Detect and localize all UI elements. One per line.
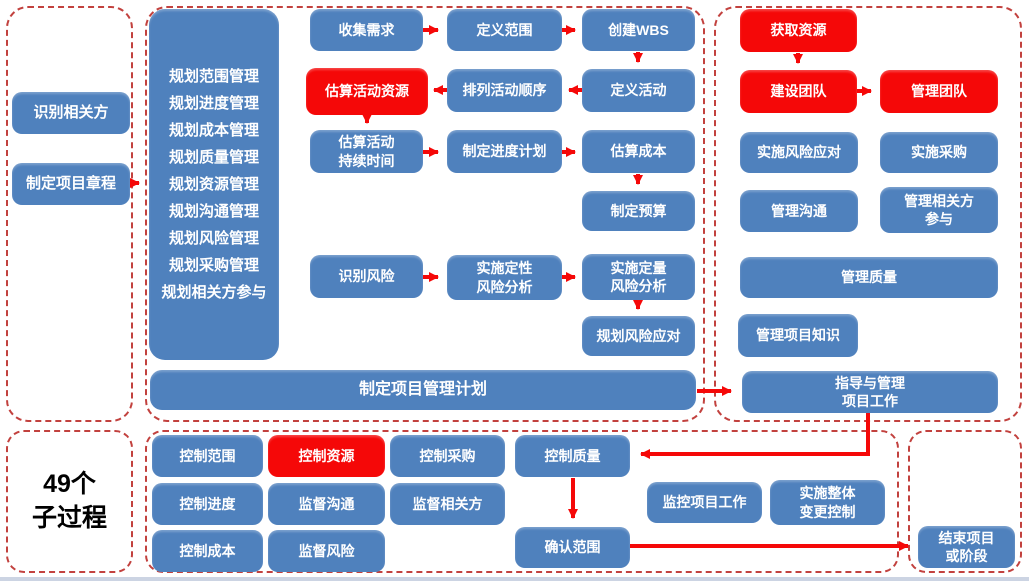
- node-estimate-activity-durations: 估算活动 持续时间: [310, 130, 423, 173]
- node-control-costs: 控制成本: [152, 530, 263, 572]
- node-define-activities: 定义活动: [582, 69, 695, 112]
- node-close-project-or-phase: 结束项目 或阶段: [918, 526, 1015, 568]
- node-implement-risk-responses: 实施风险应对: [740, 132, 858, 173]
- node-monitor-communications: 监督沟通: [268, 483, 385, 525]
- node-perform-integrated-change-control: 实施整体 变更控制: [770, 480, 885, 525]
- node-collect-requirements: 收集需求: [310, 9, 423, 51]
- node-control-scope: 控制范围: [152, 435, 263, 477]
- counter-frame: [6, 430, 133, 573]
- knowledge-area-item: 规划成本管理: [168, 122, 259, 139]
- node-identify-stakeholders: 识别相关方: [12, 92, 130, 134]
- node-plan-risk-responses: 规划风险应对: [582, 316, 695, 356]
- knowledge-area-item: 规划质量管理: [168, 149, 259, 166]
- node-define-scope: 定义范围: [447, 9, 562, 51]
- node-monitor-control-project-work: 监控项目工作: [647, 482, 762, 523]
- node-estimate-costs: 估算成本: [582, 130, 695, 173]
- closing-group-frame: [908, 430, 1022, 573]
- node-estimate-activity-resources: 估算活动资源: [306, 68, 428, 115]
- node-monitor-risks: 监督风险: [268, 530, 385, 572]
- node-acquire-resources: 获取资源: [740, 9, 857, 52]
- node-direct-manage-project-work: 指导与管理 项目工作: [742, 371, 998, 413]
- node-validate-scope: 确认范围: [515, 527, 630, 568]
- node-control-procurements: 控制采购: [390, 435, 505, 477]
- node-control-resources: 控制资源: [268, 435, 385, 477]
- node-manage-stakeholder-engagement: 管理相关方 参与: [880, 187, 998, 233]
- node-manage-project-knowledge: 管理项目知识: [738, 314, 858, 357]
- node-manage-quality: 管理质量: [740, 257, 998, 298]
- node-manage-communications: 管理沟通: [740, 190, 858, 232]
- slide-edge-strip: [0, 576, 1029, 581]
- initiating-group-frame: [6, 6, 133, 422]
- planning-group-frame: [145, 6, 705, 422]
- node-control-quality: 控制质量: [515, 435, 630, 477]
- node-create-wbs: 创建WBS: [582, 9, 695, 51]
- node-qualitative-risk-analysis: 实施定性 风险分析: [447, 255, 562, 300]
- knowledge-area-item: 规划资源管理: [168, 176, 259, 193]
- knowledge-area-item: 规划风险管理: [168, 230, 259, 247]
- node-develop-team: 建设团队: [740, 70, 857, 113]
- node-monitor-stakeholder-engagement: 监督相关方: [390, 483, 505, 525]
- process-count-label: 49个 子过程: [31, 469, 107, 532]
- node-manage-team: 管理团队: [880, 70, 998, 113]
- knowledge-area-item: 规划范围管理: [168, 68, 259, 85]
- node-conduct-procurements: 实施采购: [880, 132, 998, 173]
- knowledge-area-item: 规划进度管理: [168, 95, 259, 112]
- monitoring-group-frame: [145, 430, 899, 573]
- knowledge-area-item: 规划相关方参与: [161, 284, 267, 301]
- node-determine-budget: 制定预算: [582, 191, 695, 231]
- node-quantitative-risk-analysis: 实施定量 风险分析: [582, 254, 695, 300]
- planning-knowledge-panel: 规划范围管理 规划进度管理 规划成本管理 规划质量管理 规划资源管理 规划沟通管…: [149, 9, 279, 360]
- node-develop-pm-plan: 制定项目管理计划: [150, 370, 696, 410]
- node-identify-risks: 识别风险: [310, 255, 423, 298]
- node-develop-schedule: 制定进度计划: [447, 130, 562, 173]
- node-sequence-activities: 排列活动顺序: [447, 69, 562, 112]
- node-control-schedule: 控制进度: [152, 483, 263, 525]
- knowledge-area-item: 规划采购管理: [168, 257, 259, 274]
- knowledge-area-item: 规划沟通管理: [168, 203, 259, 220]
- node-develop-project-charter: 制定项目章程: [12, 163, 130, 205]
